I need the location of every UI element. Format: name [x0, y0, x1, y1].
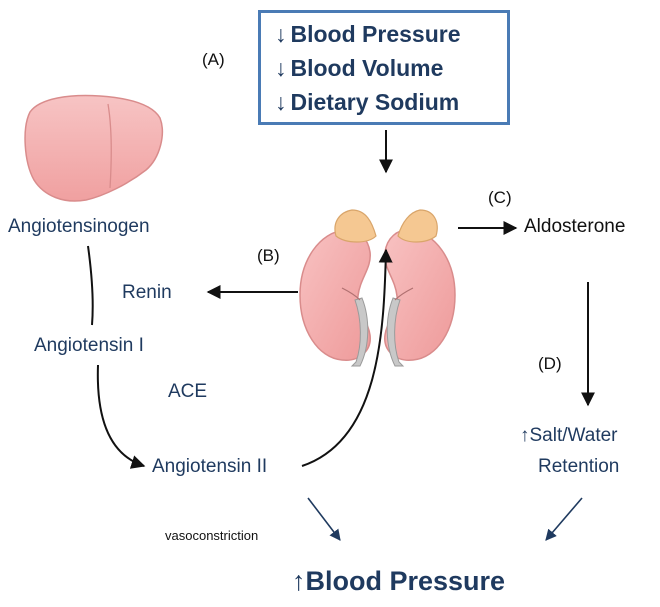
arrow-angiotensin1-to-angiotensin2 — [96, 364, 146, 469]
salt-water-label: ↑Salt/Water — [520, 425, 618, 446]
liver-icon — [24, 94, 164, 202]
step-label-b: (B) — [257, 246, 280, 265]
angiotensin-2-label: Angiotensin II — [152, 456, 268, 477]
right-kidney-icon — [384, 229, 456, 367]
trigger-line-blood-volume: ↓Blood Volume — [275, 55, 444, 81]
trigger-line-blood-pressure: ↓Blood Pressure — [275, 21, 461, 47]
arrow-angiotensinogen-to-angiotensin1 — [87, 245, 94, 326]
vasoconstriction-label: vasoconstriction — [165, 528, 259, 543]
renin-label: Renin — [122, 282, 172, 303]
arrow-vasoconstriction-to-pressure — [307, 497, 341, 541]
down-arrow-icon: ↓ — [275, 55, 287, 81]
up-arrow-icon: ↑ — [292, 566, 306, 596]
arrow-retention-to-pressure — [545, 497, 583, 541]
arrow-angiotensin2-to-adrenal — [301, 248, 393, 467]
step-label-d: (D) — [538, 354, 562, 373]
retention-label: Retention — [538, 456, 620, 477]
ace-label: ACE — [168, 381, 208, 402]
down-arrow-icon: ↓ — [275, 89, 287, 115]
right-adrenal-icon — [397, 209, 438, 243]
step-label-c: (C) — [488, 188, 512, 207]
outcome-blood-pressure: ↑Blood Pressure — [292, 566, 506, 596]
left-kidney-icon — [299, 229, 371, 367]
angiotensinogen-label: Angiotensinogen — [8, 216, 150, 237]
step-label-a: (A) — [202, 50, 225, 69]
aldosterone-label: Aldosterone — [524, 216, 626, 237]
trigger-line-dietary-sodium: ↓Dietary Sodium — [275, 89, 460, 115]
angiotensin-1-label: Angiotensin I — [34, 335, 144, 356]
down-arrow-icon: ↓ — [275, 21, 287, 47]
trigger-box: ↓Blood Pressure ↓Blood Volume ↓Dietary S… — [258, 10, 510, 125]
left-adrenal-icon — [334, 209, 377, 243]
